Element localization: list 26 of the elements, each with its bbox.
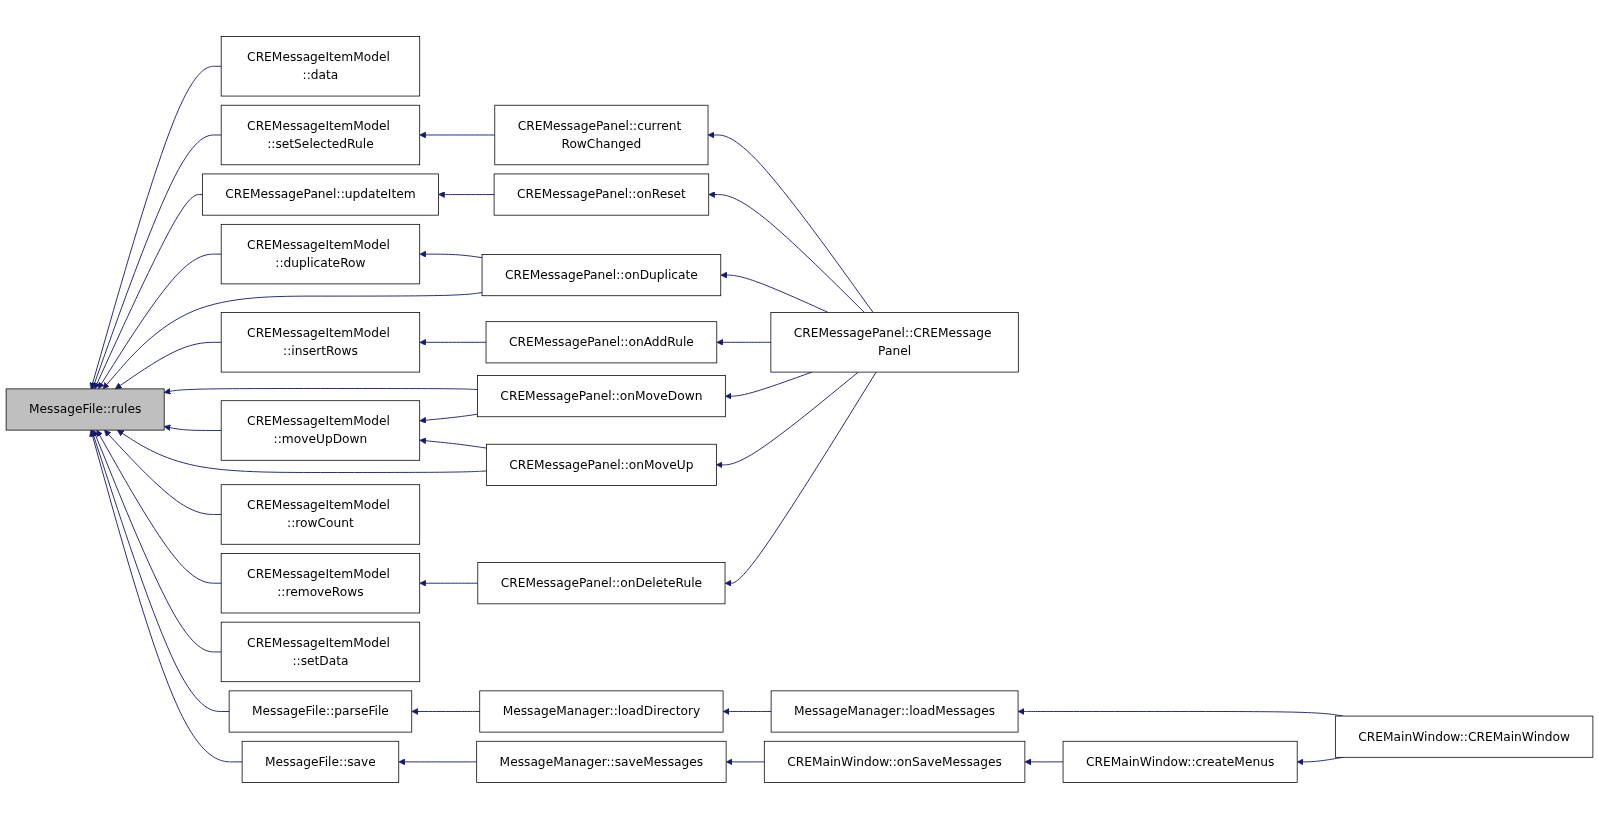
node-box: MessageFile::parseFile bbox=[228, 690, 413, 733]
node-box: CREMessagePanel::onMoveDown bbox=[477, 375, 726, 418]
node-box: CREMessagePanel::updateItem bbox=[202, 173, 439, 216]
node-box: CREMessageItemModel ::rowCount bbox=[220, 484, 421, 545]
node-box: MessageFile::save bbox=[241, 740, 400, 783]
node-box: CREMessagePanel::onDuplicate bbox=[481, 254, 722, 297]
node-box: CREMainWindow::createMenus bbox=[1062, 740, 1298, 783]
node-box: CREMessageItemModel ::removeRows bbox=[220, 553, 421, 614]
node-box: CREMainWindow::onSaveMessages bbox=[763, 740, 1026, 783]
node-box: CREMessagePanel::current RowChanged bbox=[494, 104, 709, 166]
node-box: CREMessagePanel::onDeleteRule bbox=[477, 562, 726, 605]
node-box: MessageManager::saveMessages bbox=[476, 740, 727, 783]
node-box: CREMessagePanel::onReset bbox=[493, 173, 710, 216]
node-box: CREMessageItemModel ::setData bbox=[220, 621, 421, 683]
node-box: CREMessageItemModel ::setSelectedRule bbox=[220, 104, 421, 166]
node-box: CREMessageItemModel ::duplicateRow bbox=[220, 223, 421, 285]
node-box: CREMessageItemModel ::insertRows bbox=[220, 312, 421, 373]
node-box: MessageManager::loadMessages bbox=[770, 690, 1019, 733]
node-box: CREMessageItemModel ::moveUpDown bbox=[220, 400, 421, 461]
node-box: CREMessageItemModel ::data bbox=[220, 36, 421, 97]
node-box: CREMessagePanel::onAddRule bbox=[485, 321, 718, 364]
node-box: CREMessagePanel::CREMessage Panel bbox=[770, 312, 1019, 373]
node-box: MessageFile::rules bbox=[5, 388, 165, 431]
node-box: CREMessagePanel::onMoveUp bbox=[486, 443, 717, 486]
node-box: CREMainWindow::CREMainWindow bbox=[1335, 715, 1594, 758]
node-box: MessageManager::loadDirectory bbox=[479, 690, 724, 733]
